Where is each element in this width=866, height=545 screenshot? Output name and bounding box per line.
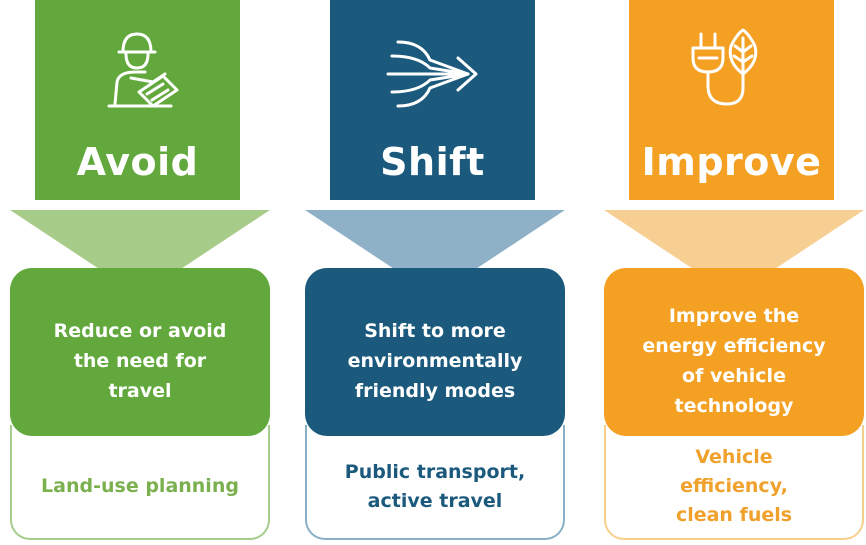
improve-arrow <box>604 210 864 296</box>
improve-example-box: Vehicle efficiency, clean fuels <box>604 425 864 540</box>
modal-shift-arrows-icon <box>386 40 478 108</box>
avoid-header: Avoid <box>35 0 240 200</box>
avoid-title: Avoid <box>76 140 199 184</box>
planning-icon <box>107 32 179 108</box>
shift-title: Shift <box>380 140 485 184</box>
improve-title: Improve <box>641 140 822 184</box>
avoid-description-card: Reduce or avoid the need for travel <box>10 268 270 436</box>
shift-description: Shift to more environmentally friendly m… <box>347 320 523 402</box>
column-shift: Shift Shift to more environmentally frie… <box>305 0 565 545</box>
shift-example: Public transport, active travel <box>344 460 526 512</box>
column-improve: Improve Improve the energy efficiency of… <box>604 0 864 545</box>
shift-arrow <box>305 210 565 296</box>
improve-description: Improve the energy efficiency of vehicle… <box>642 305 826 417</box>
avoid-example-box: Land-use planning <box>10 425 270 540</box>
improve-description-card: Improve the energy efficiency of vehicle… <box>604 268 864 436</box>
avoid-description: Reduce or avoid the need for travel <box>53 320 227 402</box>
improve-header: Improve <box>629 0 834 200</box>
avoid-example: Land-use planning <box>41 475 239 497</box>
column-avoid: Avoid Reduce or avoid the need for trave… <box>10 0 270 545</box>
shift-example-box: Public transport, active travel <box>305 425 565 540</box>
avoid-arrow <box>10 210 270 296</box>
improve-example: Vehicle efficiency, clean fuels <box>675 446 793 526</box>
shift-description-card: Shift to more environmentally friendly m… <box>305 268 565 436</box>
shift-header: Shift <box>330 0 535 200</box>
plug-leaf-icon <box>691 28 758 106</box>
